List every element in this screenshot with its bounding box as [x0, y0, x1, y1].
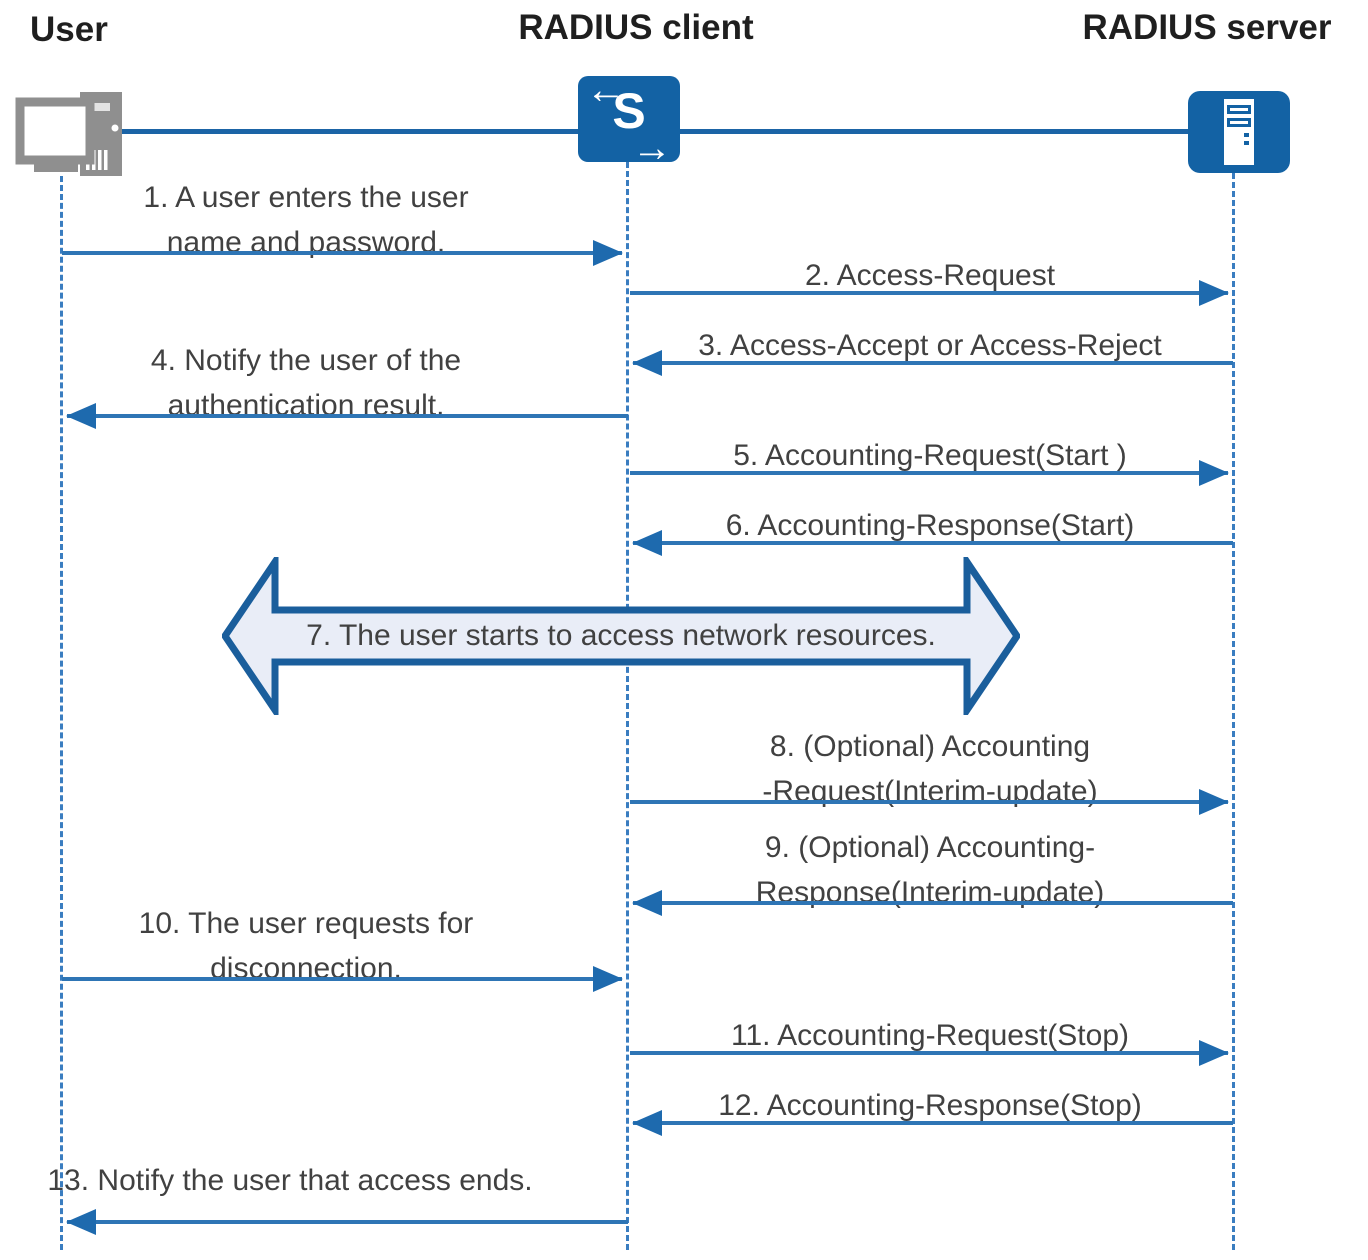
arrowhead-left-icon — [632, 350, 662, 376]
message-text: 13. Notify the user that access ends. — [47, 1164, 533, 1197]
message-text: 9. (Optional) Accounting- — [764, 831, 1096, 864]
server-bay — [1227, 105, 1251, 114]
message-arrow-5 — [630, 460, 1229, 486]
switch-letter: S — [612, 83, 646, 139]
arrowhead-left-icon — [632, 890, 662, 916]
switch-arrow-left-icon: ← — [586, 68, 626, 112]
message-arrow-12 — [632, 1110, 1233, 1136]
arrowhead-right-icon — [1199, 460, 1229, 486]
banner-text: 7. The user starts to access network res… — [306, 619, 936, 652]
message-label-12: 12. Accounting-Response(Stop) — [680, 1083, 1180, 1128]
actor-label-radius-client: RADIUS client — [518, 8, 754, 47]
arrowhead-right-icon — [1199, 1040, 1229, 1066]
message-label-5: 5. Accounting-Request(Start ) — [680, 433, 1180, 478]
message-banner-7: 7. The user starts to access network res… — [220, 550, 1022, 722]
message-arrow-3 — [632, 350, 1233, 376]
actor-label-radius-server: RADIUS server — [1082, 8, 1332, 47]
message-label-13: 13. Notify the user that access ends. — [40, 1158, 540, 1203]
server-led — [1244, 141, 1249, 145]
actor-label-user: User — [30, 10, 108, 49]
message-arrow-4 — [66, 403, 628, 429]
message-arrow-10 — [62, 966, 623, 992]
lifeline-radius-server — [1232, 173, 1235, 1250]
arrowhead-left-icon — [632, 1110, 662, 1136]
message-text: disconnection. — [210, 952, 402, 985]
lifeline-user — [60, 176, 63, 1250]
lifeline-radius-client — [626, 162, 629, 1250]
message-text: authentication result. — [167, 389, 445, 422]
server-icon — [1188, 91, 1290, 173]
switch-arrow-right-icon: → — [632, 126, 672, 170]
server-tower — [1224, 99, 1254, 165]
message-arrow-13 — [66, 1209, 628, 1235]
message-label-3: 3. Access-Accept or Access-Reject — [680, 323, 1180, 368]
arrowhead-right-icon — [1199, 789, 1229, 815]
message-arrow-1 — [62, 240, 623, 266]
arrowhead-left-icon — [632, 530, 662, 556]
arrowhead-right-icon — [593, 240, 623, 266]
message-text: 12. Accounting-Response(Stop) — [718, 1089, 1142, 1122]
server-led — [1244, 133, 1249, 137]
arrowhead-left-icon — [66, 1209, 96, 1235]
message-arrow-8 — [630, 789, 1229, 815]
message-text: 3. Access-Accept or Access-Reject — [698, 329, 1162, 362]
message-text: Response(Interim-update) — [755, 876, 1105, 909]
message-text: 5. Accounting-Request(Start ) — [733, 439, 1127, 472]
message-text: 2. Access-Request — [804, 259, 1056, 292]
server-bay — [1227, 118, 1251, 127]
message-text: 1. A user enters the user — [143, 181, 469, 214]
message-text: 10. The user requests for — [138, 907, 474, 940]
message-arrow-11 — [630, 1040, 1229, 1066]
computer-icon — [14, 88, 126, 180]
message-text: 8. (Optional) Accounting — [769, 730, 1091, 763]
double-arrow-icon — [220, 550, 1022, 722]
message-arrow-2 — [630, 280, 1229, 306]
arrowhead-right-icon — [593, 966, 623, 992]
message-text: name and password. — [166, 226, 446, 259]
message-text: 6. Accounting-Response(Start) — [725, 509, 1135, 542]
message-label-11: 11. Accounting-Request(Stop) — [680, 1013, 1180, 1058]
message-arrow-6 — [632, 530, 1233, 556]
message-label-6: 6. Accounting-Response(Start) — [680, 503, 1180, 548]
switch-icon: ← S → — [578, 70, 680, 168]
message-arrow-9 — [632, 890, 1233, 916]
message-text: 11. Accounting-Request(Stop) — [730, 1019, 1129, 1052]
arrowhead-left-icon — [66, 403, 96, 429]
message-label-2: 2. Access-Request — [680, 253, 1180, 298]
message-text: 4. Notify the user of the — [150, 344, 462, 377]
message-text: -Request(Interim-update) — [762, 775, 1098, 808]
arrowhead-right-icon — [1199, 280, 1229, 306]
